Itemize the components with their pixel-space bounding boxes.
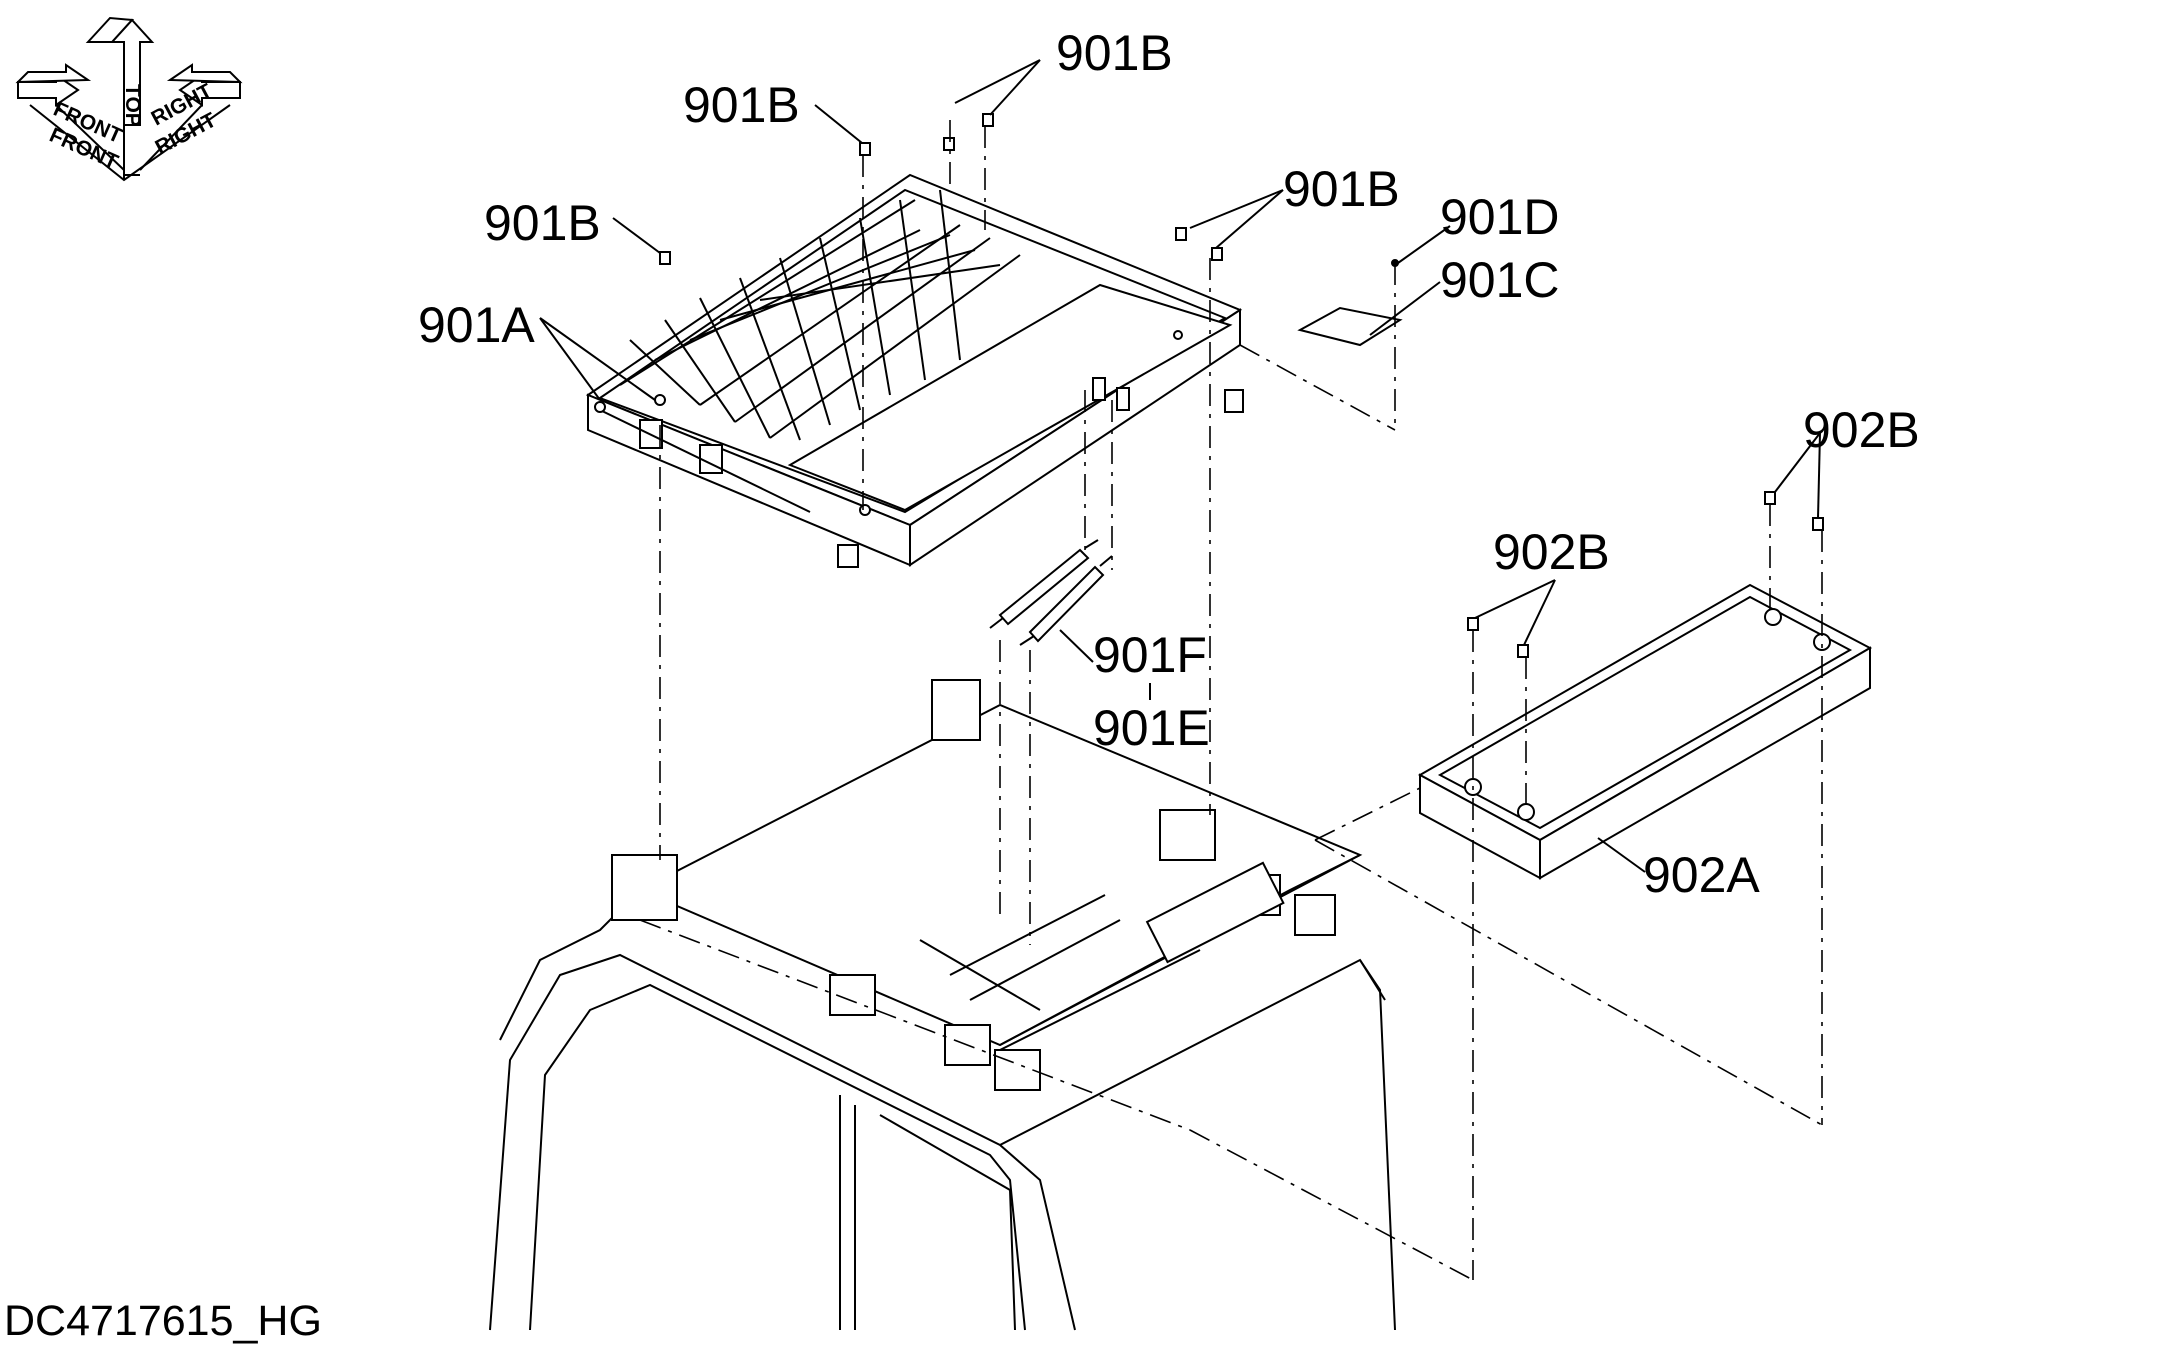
callout-902B: 902B [1493, 524, 1610, 580]
assembly-lines [639, 120, 1823, 1281]
cab-body [489, 679, 1396, 1331]
orientation-arrows-icon: FRONT FRONT TOP RIGHT RIGHT [15, 16, 243, 182]
callout-901E: 901E [1093, 700, 1210, 756]
document-id: DC4717615_HG [4, 1297, 322, 1345]
part-901F-struts [989, 377, 1130, 646]
callout-901F: 901F [1093, 627, 1207, 683]
callout-901B: 901B [484, 195, 601, 251]
part-901A-panel [585, 173, 1244, 568]
callout-902B: 902B [1803, 402, 1920, 458]
bolts [659, 113, 1824, 658]
callout-901C: 901C [1440, 252, 1560, 308]
orientation-label-top: TOP [121, 84, 144, 127]
callout-901B: 901B [683, 77, 800, 133]
callout-901B: 901B [1056, 25, 1173, 81]
part-901C-plate [1297, 306, 1403, 347]
callout-902A: 902A [1643, 847, 1760, 903]
callout-901A: 901A [418, 297, 535, 353]
callout-901D: 901D [1440, 189, 1560, 245]
part-902A-box [1417, 583, 1873, 880]
leader-lines [539, 59, 1821, 873]
callout-901B: 901B [1283, 161, 1400, 217]
